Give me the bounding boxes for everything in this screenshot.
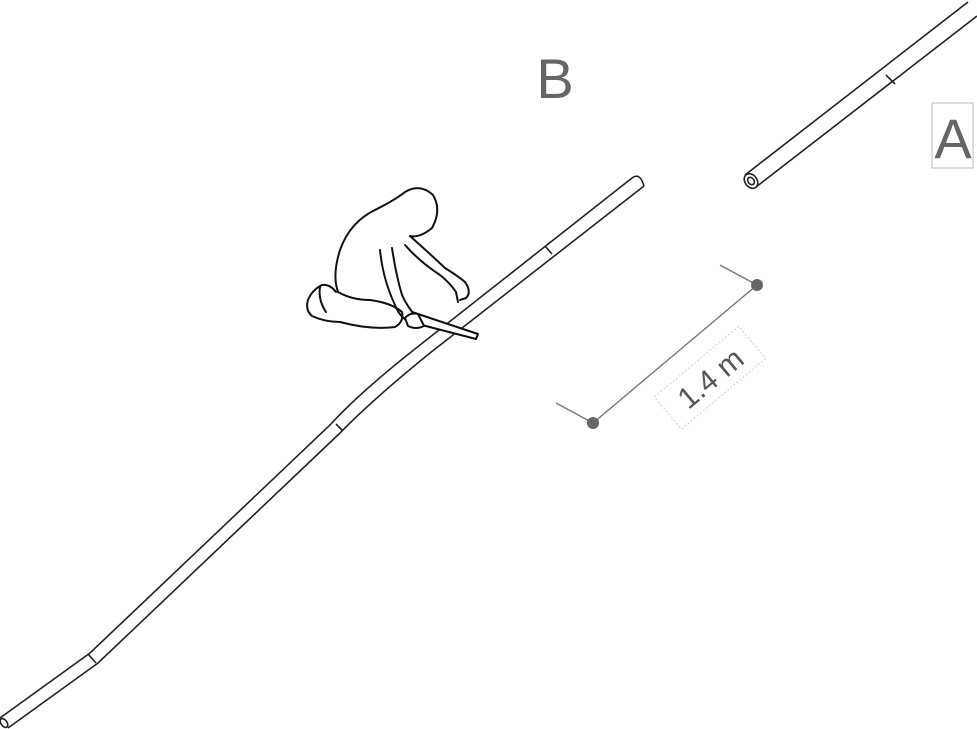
label-b: B [536,47,573,110]
dimension-endpoint-bottom [587,417,599,429]
kneeling-worker-with-saw-icon [306,187,479,340]
pipe-b [0,175,645,729]
label-a-box [931,102,974,169]
pipe-a [743,1,977,190]
dimension-endpoint-top [751,279,763,291]
dimension-label-group: 1.4 m [653,325,767,430]
label-a: A [934,107,972,170]
dimension-line [555,264,758,424]
